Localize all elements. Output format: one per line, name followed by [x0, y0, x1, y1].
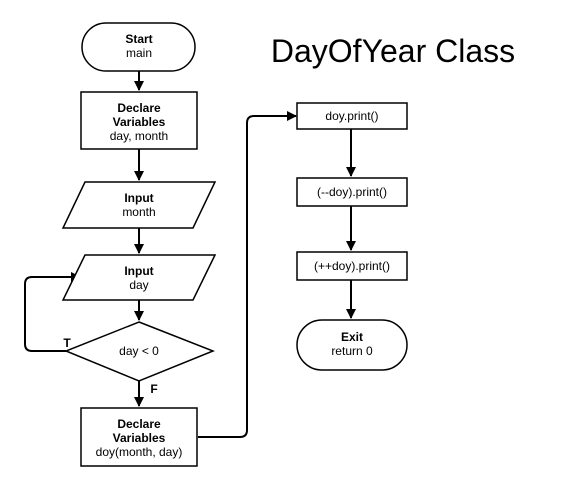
decrement-print-label: (--doy).print(): [317, 185, 387, 199]
decision-condition: day < 0: [119, 344, 159, 358]
exit-terminator: [296, 319, 408, 371]
edge-decision-true-loop: [24, 272, 81, 352]
declare-doy-vars: doy(month, day): [96, 445, 183, 459]
declare-doy-label: Declare: [117, 417, 161, 431]
declare-doy-label-2: Variables: [113, 431, 166, 445]
decrement-print-process: [296, 177, 408, 207]
start-terminator: [81, 22, 196, 72]
input-month-var: month: [122, 205, 155, 219]
edge-declare-to-print: [198, 111, 297, 438]
false-branch-label: F: [150, 382, 157, 396]
diagram-title: DayOfYear Class: [271, 33, 515, 69]
declare-doy-process: [80, 407, 198, 467]
exit-label: Exit: [341, 330, 363, 344]
increment-print-label: (++doy).print(): [314, 259, 390, 273]
exit-sublabel: return 0: [331, 344, 373, 358]
input-month-io: [61, 181, 217, 229]
start-sublabel: main: [126, 46, 152, 60]
input-day-var: day: [129, 278, 148, 292]
declare-vars: day, month: [110, 129, 168, 143]
input-day-label: Input: [124, 264, 153, 278]
input-day-io: [61, 254, 217, 301]
declare-variables-process: [80, 91, 198, 150]
true-branch-label: T: [63, 336, 71, 350]
increment-print-process: [296, 251, 408, 281]
decision-diamond: [63, 321, 216, 382]
declare-label-2: Variables: [113, 115, 166, 129]
declare-label: Declare: [117, 101, 161, 115]
start-label: Start: [125, 32, 152, 46]
input-month-label: Input: [124, 191, 153, 205]
print-process: [296, 102, 408, 130]
print-label: doy.print(): [325, 109, 378, 123]
